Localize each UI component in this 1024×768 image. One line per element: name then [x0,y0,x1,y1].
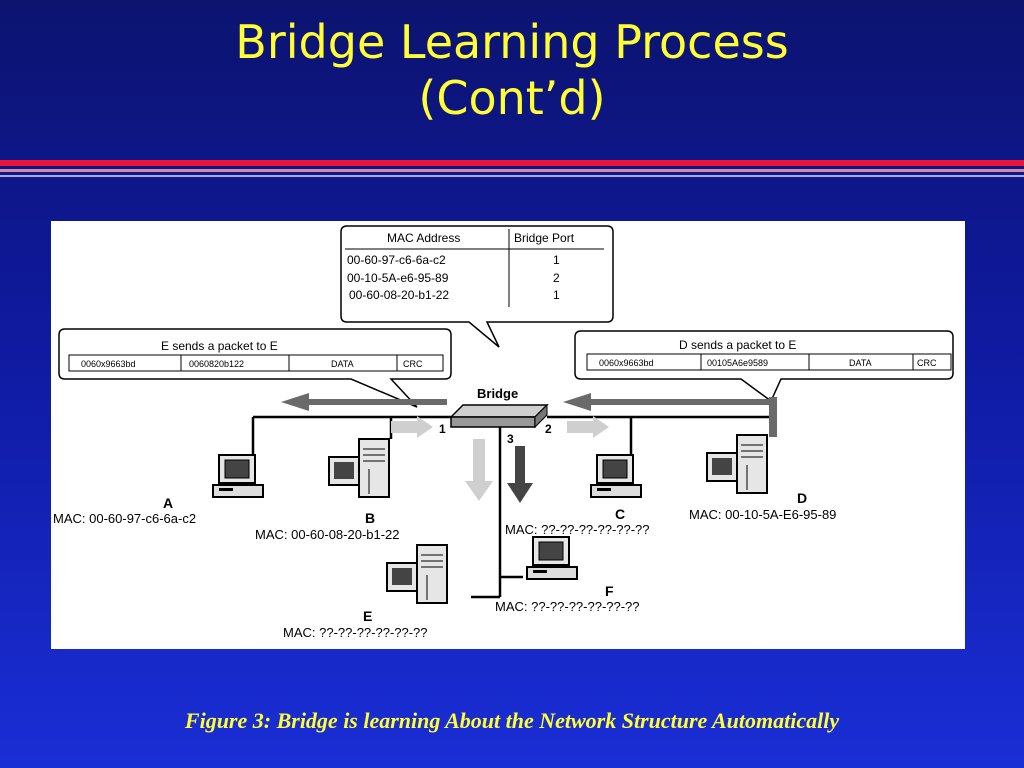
right-packet-caption: D sends a packet to E [679,338,796,352]
left-packet-caption: E sends a packet to E [161,339,278,353]
bridge-port-2: 2 [545,422,552,436]
host-b-name: B [365,510,375,526]
mac-table-row-3-mac: 00-60-08-20-b1-22 [349,288,449,302]
host-a-computer-icon [212,454,264,498]
right-packet-field-2: 00105A6e9589 [707,358,768,368]
host-e-mac: MAC: ??-??-??-??-??-?? [283,625,428,640]
host-c-mac: MAC: ??-??-??-??-??-?? [505,522,650,537]
left-packet-field-3: DATA [331,359,354,369]
bridge-port-1: 1 [439,422,446,436]
host-a-name: A [163,495,173,511]
host-b: B MAC: 00-60-08-20-b1-22 [255,438,400,542]
host-f: F MAC: ??-??-??-??-??-?? [495,536,640,614]
left-packet-field-4: CRC [403,359,423,369]
divider-lavender [0,175,1024,177]
title-line-2: (Cont’d) [418,71,606,125]
bridge-label: Bridge [477,386,518,401]
right-packet-callout: D sends a packet to E 0060x9663bd 00105A… [574,330,954,403]
host-d-mac: MAC: 00-10-5A-E6-95-89 [689,507,836,522]
figure-caption: Figure 3: Bridge is learning About the N… [184,708,840,733]
host-f-mac: MAC: ??-??-??-??-??-?? [495,599,640,614]
host-c-computer-icon [590,454,642,498]
host-d-server-icon [706,434,768,494]
host-a: A MAC: 00-60-97-c6-6a-c2 [53,454,264,526]
right-packet-field-1: 0060x9663bd [599,358,654,368]
mac-table-row-3-port: 1 [553,288,560,302]
arrow-port2-right [567,416,609,438]
mac-table-header-port: Bridge Port [514,231,575,245]
diagram-svg: MAC Address Bridge Port 00-60-97-c6-6a-c… [53,225,954,640]
host-a-mac: MAC: 00-60-97-c6-6a-c2 [53,511,196,526]
host-e-name: E [363,608,372,624]
slide-title: Bridge Learning Process (Cont’d) [0,14,1024,126]
arrow-from-d-left [563,393,775,411]
host-e-server-icon [386,544,448,604]
host-b-server-icon [328,438,390,498]
mac-table-row-1-port: 1 [553,253,560,267]
arrow-to-port1-left [281,393,447,411]
right-packet-field-3: DATA [849,358,872,368]
arrow-down-dark [507,446,533,503]
right-packet-field-4: CRC [917,358,937,368]
mac-table-header-mac: MAC Address [387,231,460,245]
network-diagram: MAC Address Bridge Port 00-60-97-c6-6a-c… [51,221,965,649]
arrow-port1-right [391,416,433,438]
divider-red [0,160,1024,166]
host-d: D MAC: 00-10-5A-E6-95-89 [689,434,836,522]
host-f-computer-icon [526,536,578,580]
left-packet-callout: E sends a packet to E 0060x9663bd 006082… [58,328,452,408]
arrow-from-d-stem [769,397,777,437]
mac-table-row-2-mac: 00-10-5A-e6-95-89 [347,271,449,285]
divider-pink [0,169,1024,172]
host-d-name: D [797,490,807,506]
mac-table: MAC Address Bridge Port 00-60-97-c6-6a-c… [340,225,614,348]
host-b-mac: MAC: 00-60-08-20-b1-22 [255,527,400,542]
host-f-name: F [605,583,614,599]
bridge-device: Bridge 1 2 3 [439,386,552,446]
host-e: E MAC: ??-??-??-??-??-?? [283,544,448,640]
host-c: C MAC: ??-??-??-??-??-?? [505,454,650,537]
mac-table-row-1-mac: 00-60-97-c6-6a-c2 [347,253,446,267]
bridge-port-3: 3 [507,432,514,446]
title-line-1: Bridge Learning Process [235,15,789,69]
left-packet-field-2: 0060820b122 [189,359,244,369]
frame-flow-arrows [281,393,777,503]
mac-table-row-2-port: 2 [553,271,560,285]
arrow-down-grey [465,439,493,501]
left-packet-field-1: 0060x9663bd [81,359,136,369]
host-c-name: C [615,506,625,522]
